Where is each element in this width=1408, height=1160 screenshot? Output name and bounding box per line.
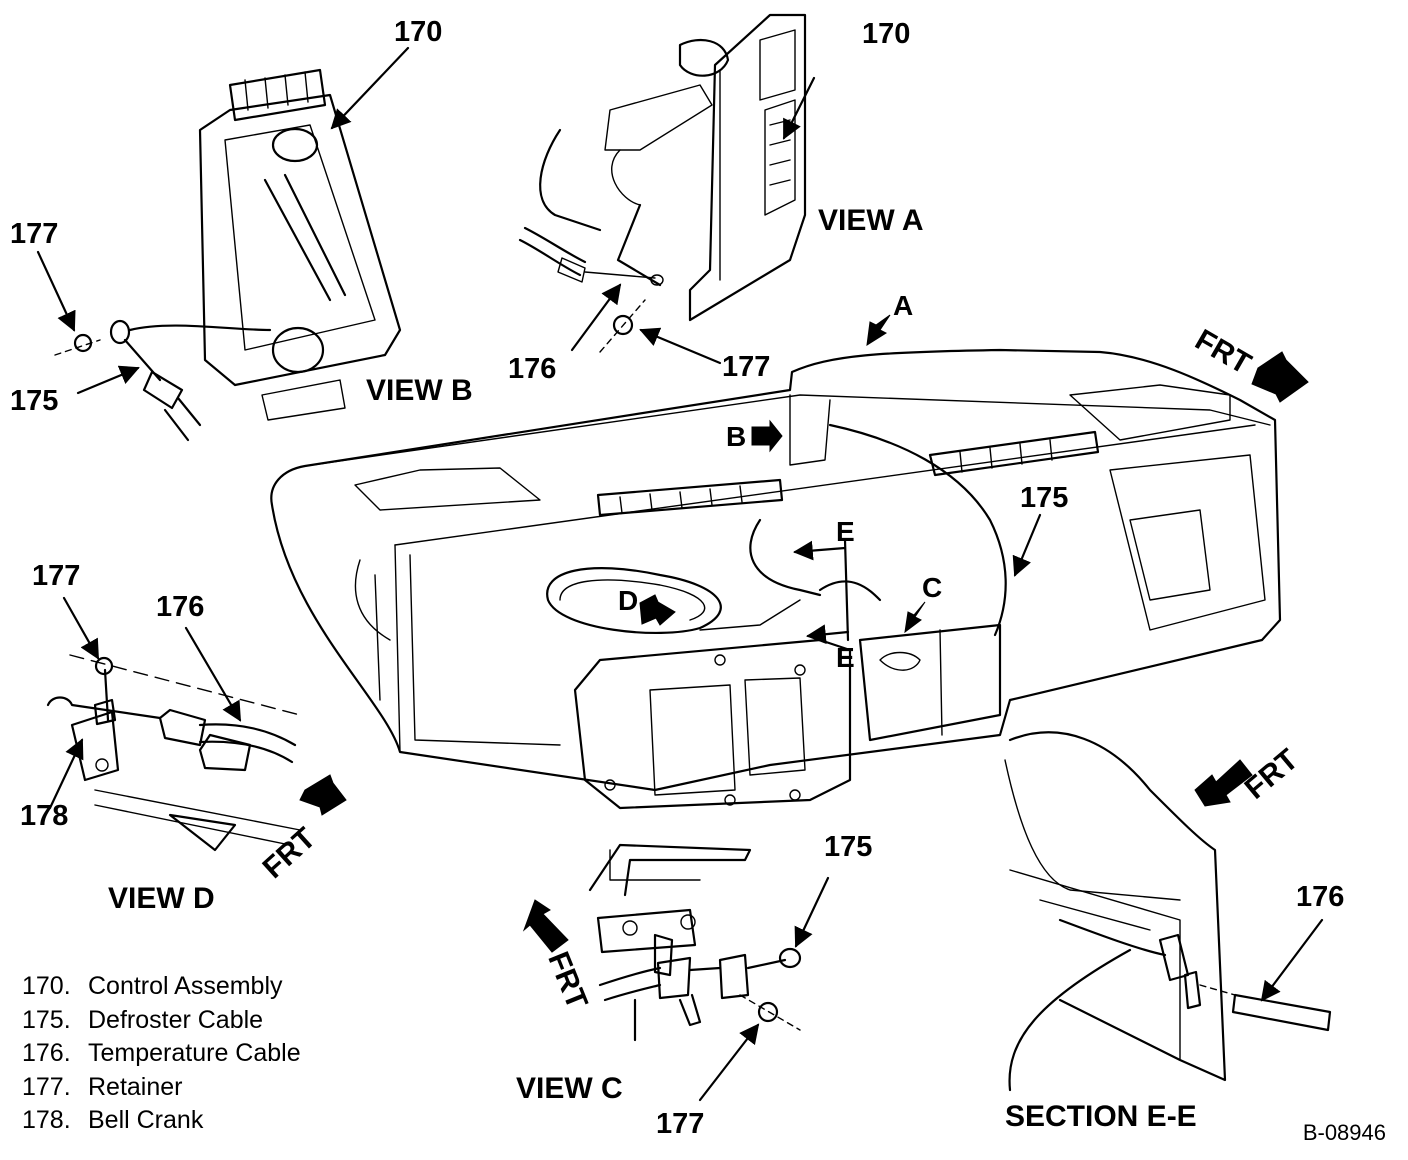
section-e-label: SECTION E-E xyxy=(1005,1100,1197,1133)
callout-176-section-e: 176 xyxy=(1296,881,1345,913)
callout-175-view-b: 175 xyxy=(10,385,59,417)
view-d-label: VIEW D xyxy=(108,882,215,915)
view-b-drawing xyxy=(36,46,410,442)
legend-name: Control Assembly xyxy=(88,972,283,1000)
callout-176-view-d: 176 xyxy=(156,591,205,623)
instrument-panel-drawing xyxy=(270,314,1309,810)
callout-178-view-d: 178 xyxy=(20,800,69,832)
legend-item: 178. Bell Crank xyxy=(22,1104,301,1138)
callout-177-view-a: 177 xyxy=(722,351,771,383)
view-marker-b: B xyxy=(726,421,747,452)
section-marker-e-top: E xyxy=(836,516,855,547)
section-e-drawing xyxy=(1004,731,1332,1092)
view-marker-a: A xyxy=(893,290,914,321)
view-marker-d: D xyxy=(618,585,639,616)
parts-legend: 170. Control Assembly 175. Defroster Cable… xyxy=(22,970,301,1138)
view-c-label: VIEW C xyxy=(516,1072,623,1105)
view-d-drawing xyxy=(46,596,347,852)
legend-number: 176. xyxy=(22,1039,71,1067)
callout-170-view-b: 170 xyxy=(394,16,443,48)
callout-176-view-a: 176 xyxy=(508,353,557,385)
legend-number: 177. xyxy=(22,1072,71,1101)
legend-number: 178. xyxy=(22,1106,71,1134)
legend-name: Retainer xyxy=(88,1072,183,1101)
drawing-code: B-08946 xyxy=(1302,1120,1386,1145)
view-c-drawing xyxy=(522,843,830,1102)
callout-177-view-b: 177 xyxy=(10,218,59,250)
view-marker-c: C xyxy=(922,572,943,603)
legend-number: 170. xyxy=(22,972,71,1000)
legend-name: Bell Crank xyxy=(88,1106,204,1134)
legend-name: Temperature Cable xyxy=(88,1039,301,1067)
legend-number: 175. xyxy=(22,1005,71,1034)
legend-item: 177. Retainer xyxy=(22,1071,301,1105)
legend-name: Defroster Cable xyxy=(88,1005,264,1034)
callout-177-view-d: 177 xyxy=(32,560,81,592)
legend-item: 170. Control Assembly xyxy=(22,970,301,1004)
callout-175-main: 175 xyxy=(1020,482,1069,514)
legend-item: 176. Temperature Cable xyxy=(22,1037,301,1071)
callout-170-view-a: 170 xyxy=(862,18,911,50)
view-a-label: VIEW A xyxy=(818,204,924,237)
legend-item: 175. Defroster Cable xyxy=(22,1004,301,1038)
view-b-label: VIEW B xyxy=(366,374,473,407)
callout-175-view-c: 175 xyxy=(824,831,873,863)
section-marker-e-bottom: E xyxy=(836,642,855,673)
view-a-drawing xyxy=(518,13,816,365)
callout-177-view-c: 177 xyxy=(656,1108,705,1140)
